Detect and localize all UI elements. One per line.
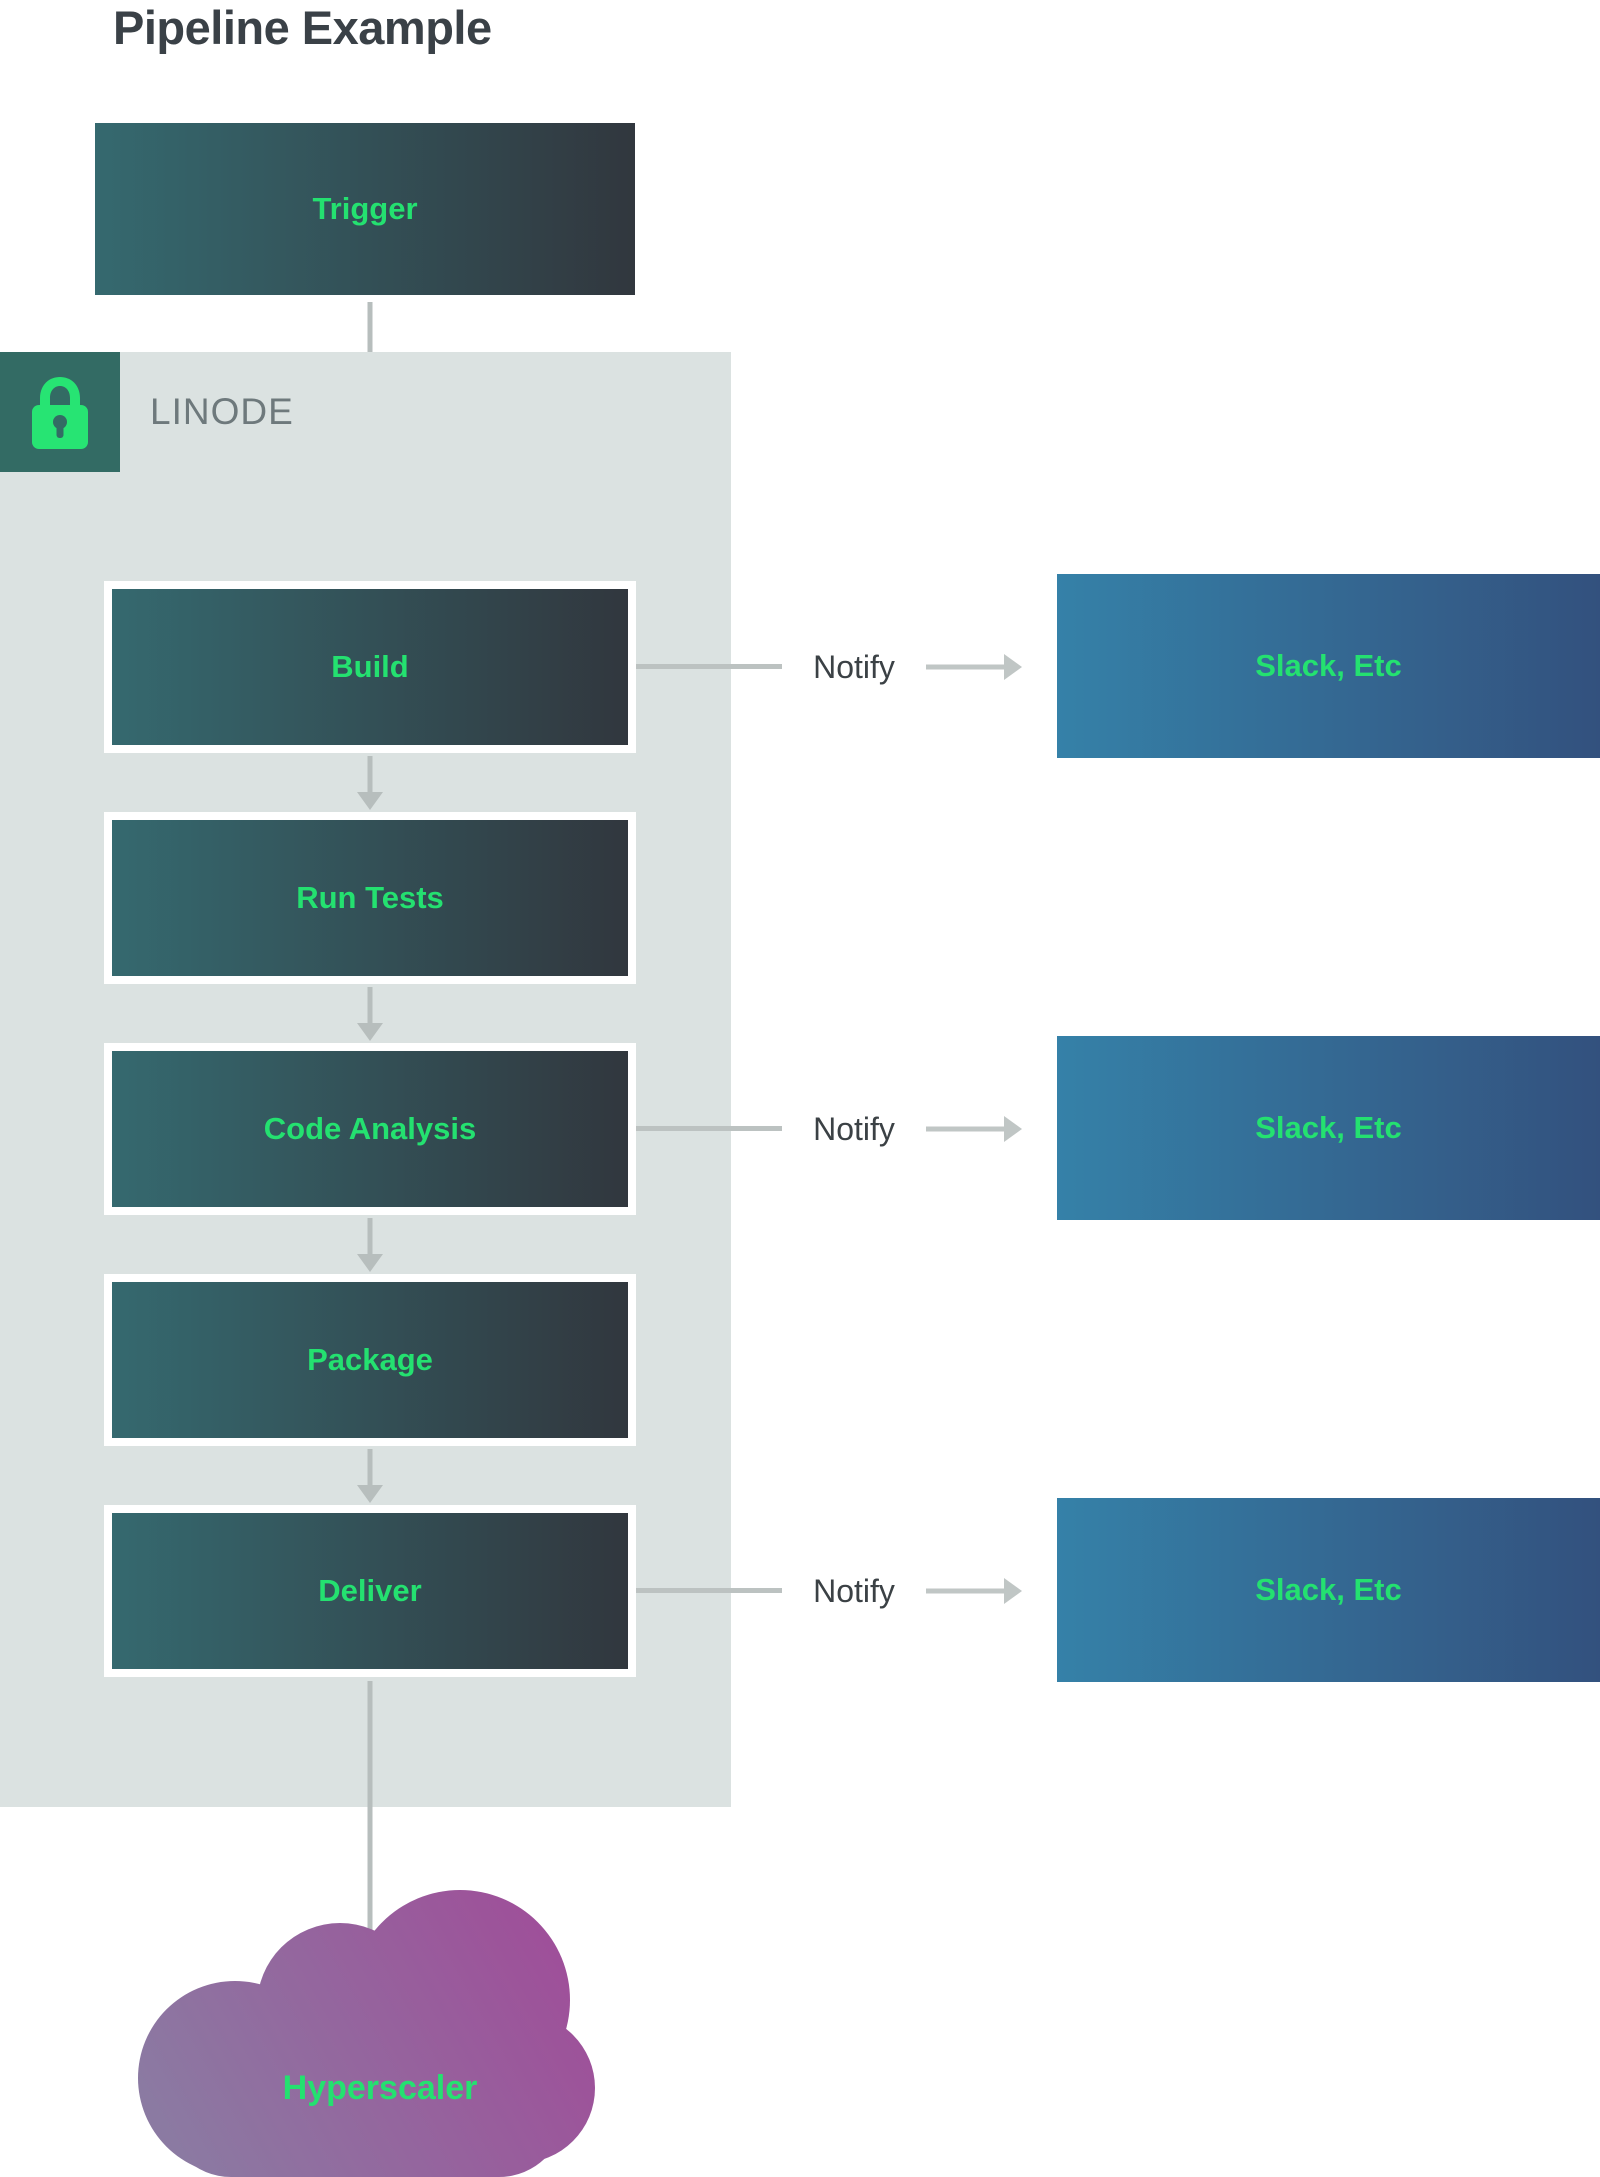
code-analysis-to-notify-line bbox=[636, 1126, 782, 1131]
run-tests-to-code-analysis-arrow bbox=[356, 987, 384, 1041]
arrow-down-icon bbox=[357, 1485, 383, 1503]
arrow-shaft bbox=[367, 1681, 373, 1945]
stage-label: Package bbox=[307, 1342, 433, 1377]
lock-icon bbox=[32, 377, 88, 449]
notify-target-node: Slack, Etc bbox=[1057, 1036, 1600, 1220]
deliver-to-notify-line bbox=[636, 1588, 782, 1593]
notify-label: Notify bbox=[813, 1110, 895, 1147]
trigger-node: Trigger bbox=[95, 123, 635, 295]
notify-to-slack-arrow bbox=[926, 653, 1022, 681]
build-to-run-tests-arrow bbox=[356, 756, 384, 810]
arrow-right-icon bbox=[1004, 1116, 1022, 1142]
stage-node-deliver: Deliver bbox=[104, 1505, 636, 1677]
notify-target-node: Slack, Etc bbox=[1057, 1498, 1600, 1682]
arrow-right-icon bbox=[1004, 1578, 1022, 1604]
notify-label: Notify bbox=[813, 1572, 895, 1609]
build-to-notify-line bbox=[636, 664, 782, 669]
arrow-down-icon bbox=[357, 1023, 383, 1041]
arrow-shaft bbox=[367, 987, 373, 1024]
stage-node-run-tests: Run Tests bbox=[104, 812, 636, 984]
notify-target-node: Slack, Etc bbox=[1057, 574, 1600, 758]
arrow-shaft bbox=[367, 1218, 373, 1255]
arrow-shaft bbox=[367, 1449, 373, 1486]
notify-to-slack-arrow bbox=[926, 1577, 1022, 1605]
arrow-shaft bbox=[926, 1588, 1005, 1594]
arrow-down-icon bbox=[357, 792, 383, 810]
arrow-shaft bbox=[926, 664, 1005, 670]
stage-label: Run Tests bbox=[296, 880, 444, 915]
cloud-icon bbox=[138, 1890, 595, 2177]
notify-to-slack-arrow bbox=[926, 1115, 1022, 1143]
hyperscaler-node: Hyperscaler bbox=[135, 1888, 595, 2177]
notify-target-label: Slack, Etc bbox=[1255, 1572, 1402, 1607]
linode-zone-label: LINODE bbox=[150, 391, 294, 432]
arrow-shaft bbox=[367, 756, 373, 793]
stage-node-package: Package bbox=[104, 1274, 636, 1446]
package-to-deliver-arrow bbox=[356, 1449, 384, 1503]
code-analysis-to-package-arrow bbox=[356, 1218, 384, 1272]
trigger-label: Trigger bbox=[312, 191, 418, 226]
notify-target-label: Slack, Etc bbox=[1255, 1110, 1402, 1145]
lock-badge bbox=[0, 352, 120, 472]
stage-node-code-analysis: Code Analysis bbox=[104, 1043, 636, 1215]
arrow-down-icon bbox=[357, 1254, 383, 1272]
notify-target-label: Slack, Etc bbox=[1255, 648, 1402, 683]
arrow-right-icon bbox=[1004, 654, 1022, 680]
stage-label: Build bbox=[331, 649, 409, 684]
notify-label: Notify bbox=[813, 648, 895, 685]
arrow-shaft bbox=[926, 1126, 1005, 1132]
hyperscaler-label: Hyperscaler bbox=[282, 2068, 478, 2107]
stage-node-build: Build bbox=[104, 581, 636, 753]
stage-label: Deliver bbox=[318, 1573, 422, 1608]
stage-label: Code Analysis bbox=[263, 1111, 477, 1146]
page-title: Pipeline Example bbox=[113, 1, 492, 54]
